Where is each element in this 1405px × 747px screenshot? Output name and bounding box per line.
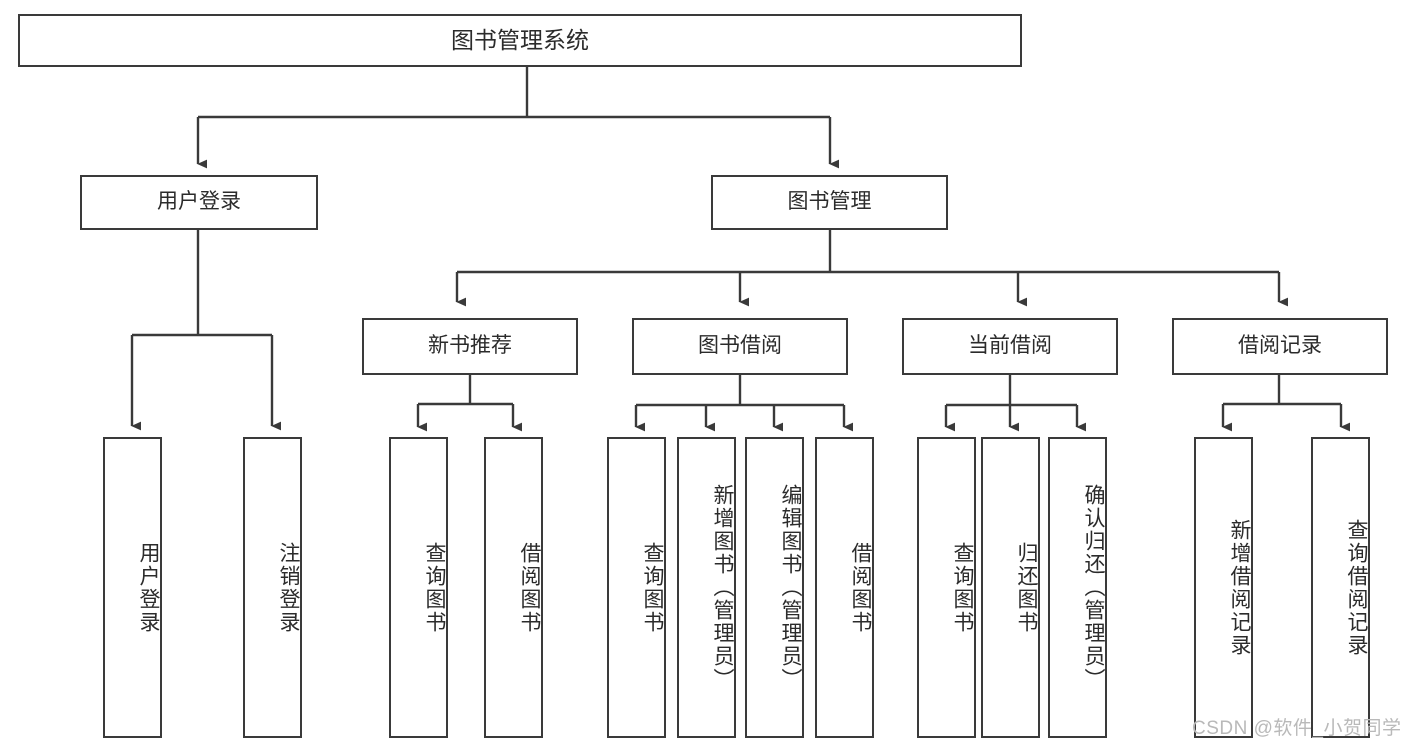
node-label: 当前借阅 — [968, 334, 1052, 358]
node-label: 查询图书 — [423, 541, 446, 634]
node-user-login[interactable]: 用户登录 — [80, 175, 318, 230]
node-leaf-user-login[interactable]: 用户登录 — [103, 437, 162, 738]
node-label: 查询图书 — [951, 541, 974, 634]
node-borrow-record[interactable]: 借阅记录 — [1172, 318, 1388, 375]
node-label: 编辑图书（管理员） — [779, 484, 802, 691]
node-leaf-add-borrow-record[interactable]: 新增借阅记录 — [1194, 437, 1253, 738]
node-label: 注销登录 — [277, 541, 300, 634]
node-label: 新增图书（管理员） — [711, 484, 734, 691]
node-leaf-query-book-recommend[interactable]: 查询图书 — [389, 437, 448, 738]
node-label: 用户登录 — [157, 190, 241, 214]
node-leaf-query-book-borrow[interactable]: 查询图书 — [607, 437, 666, 738]
node-leaf-user-logout[interactable]: 注销登录 — [243, 437, 302, 738]
node-label: 新书推荐 — [428, 334, 512, 358]
node-label: 图书管理 — [787, 190, 872, 214]
node-label: 借阅图书 — [849, 541, 872, 634]
node-current-borrow[interactable]: 当前借阅 — [902, 318, 1118, 375]
node-label: 借阅记录 — [1238, 334, 1322, 358]
node-leaf-return-book[interactable]: 归还图书 — [981, 437, 1040, 738]
node-label: 图书借阅 — [698, 334, 782, 358]
node-label: 确认归还（管理员） — [1082, 484, 1105, 691]
node-label: 用户登录 — [137, 541, 160, 634]
node-label: 查询借阅记录 — [1345, 518, 1368, 657]
node-label: 借阅图书 — [518, 541, 541, 634]
node-leaf-edit-book-admin[interactable]: 编辑图书（管理员） — [745, 437, 804, 738]
node-leaf-query-borrow-record[interactable]: 查询借阅记录 — [1311, 437, 1370, 738]
node-book-borrow[interactable]: 图书借阅 — [632, 318, 848, 375]
node-leaf-borrow-book-recommend[interactable]: 借阅图书 — [484, 437, 543, 738]
node-book-management[interactable]: 图书管理 — [711, 175, 948, 230]
node-root-system[interactable]: 图书管理系统 — [18, 14, 1022, 67]
node-label: 图书管理系统 — [451, 26, 589, 53]
node-leaf-query-book-current[interactable]: 查询图书 — [917, 437, 976, 738]
node-new-book-recommend[interactable]: 新书推荐 — [362, 318, 578, 375]
node-label: 新增借阅记录 — [1228, 518, 1251, 657]
node-leaf-add-book-admin[interactable]: 新增图书（管理员） — [677, 437, 736, 738]
node-leaf-lend-book[interactable]: 借阅图书 — [815, 437, 874, 738]
node-leaf-confirm-return-admin[interactable]: 确认归还（管理员） — [1048, 437, 1107, 738]
node-label: 查询图书 — [641, 541, 664, 634]
node-label: 归还图书 — [1015, 541, 1038, 634]
